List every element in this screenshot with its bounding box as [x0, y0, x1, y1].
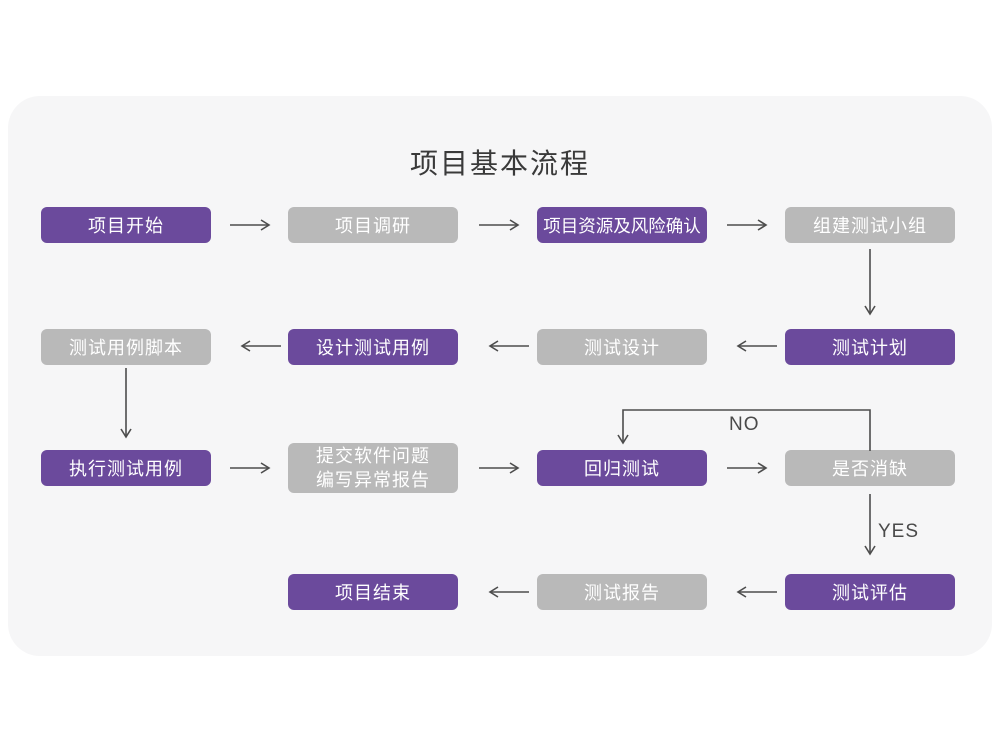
node-test-design: 测试设计 [537, 329, 707, 365]
node-project-research: 项目调研 [288, 207, 458, 243]
node-regression-test: 回归测试 [537, 450, 707, 486]
edge-label-yes: YES [878, 521, 920, 542]
diagram-title: 项目基本流程 [409, 148, 590, 179]
node-submit-issues-report-line2: 编写异常报告 [316, 470, 430, 490]
node-project-end: 项目结束 [288, 574, 458, 610]
edge-label-no: NO [729, 414, 760, 435]
node-form-test-team: 组建测试小组 [785, 207, 955, 243]
node-test-case-script: 测试用例脚本 [41, 329, 211, 365]
node-resources-risk-confirm: 项目资源及风险确认 [537, 207, 707, 243]
diagram-card [8, 96, 992, 656]
node-execute-test-cases: 执行测试用例 [41, 450, 211, 486]
node-project-start: 项目开始 [41, 207, 211, 243]
node-defect-resolved-decision: 是否消缺 [785, 450, 955, 486]
node-test-plan: 测试计划 [785, 329, 955, 365]
node-test-report: 测试报告 [537, 574, 707, 610]
node-submit-issues-report-line1: 提交软件问题 [316, 445, 430, 466]
node-test-evaluation: 测试评估 [785, 574, 955, 610]
node-submit-issues-report: 提交软件问题 编写异常报告 [288, 443, 458, 493]
node-design-test-cases: 设计测试用例 [288, 329, 458, 365]
